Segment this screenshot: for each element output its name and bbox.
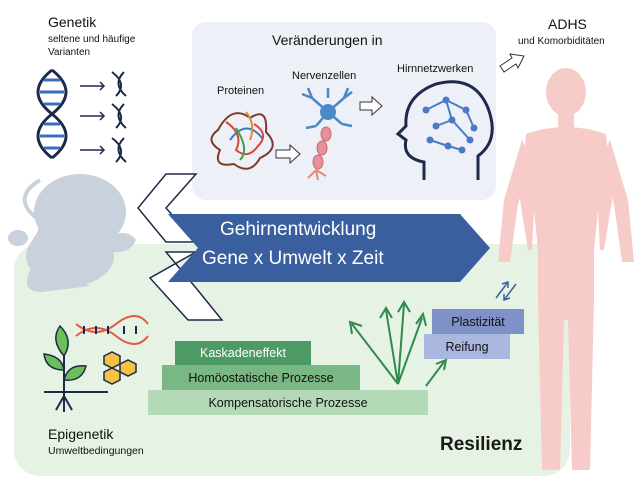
homeostatic-processes-bar: Homöostatische Prozesse — [162, 365, 360, 390]
brain-development-formula: Gene x Umwelt x Zeit — [202, 248, 384, 269]
cascade-effect-label: Kaskadeneffekt — [200, 346, 286, 360]
plasticity-bar: Plastizität — [432, 309, 524, 334]
nerve-cells-label: Nervenzellen — [292, 70, 357, 82]
genetik-subtitle-line2: Varianten — [48, 47, 91, 58]
changes-title: Veränderungen in — [272, 32, 383, 48]
epigenetik-subtitle: Umweltbedingungen — [48, 445, 144, 457]
adhs-subtitle: und Komorbiditäten — [518, 36, 605, 47]
homeostatic-processes-label: Homöostatische Prozesse — [188, 370, 334, 385]
proteins-label: Proteinen — [217, 85, 265, 97]
maturation-bar: Reifung — [424, 334, 510, 359]
plasticity-label: Plastizität — [451, 314, 505, 329]
changes-panel — [192, 22, 496, 200]
brain-development-title: Gehirnentwicklung — [220, 219, 377, 240]
brain-networks-label: Hirnnetzwerken — [397, 63, 474, 75]
maturation-label: Reifung — [445, 339, 489, 354]
genetik-subtitle-line1: seltene und häufige — [48, 34, 136, 45]
epigenetik-title: Epigenetik — [48, 426, 114, 442]
genetik-title: Genetik — [48, 14, 97, 30]
cascade-effect-bar: Kaskadeneffekt — [175, 341, 311, 365]
resilience-label: Resilienz — [440, 434, 523, 455]
adhs-title: ADHS — [548, 16, 587, 32]
compensatory-processes-bar: Kompensatorische Prozesse — [148, 390, 428, 415]
compensatory-processes-label: Kompensatorische Prozesse — [208, 395, 368, 410]
